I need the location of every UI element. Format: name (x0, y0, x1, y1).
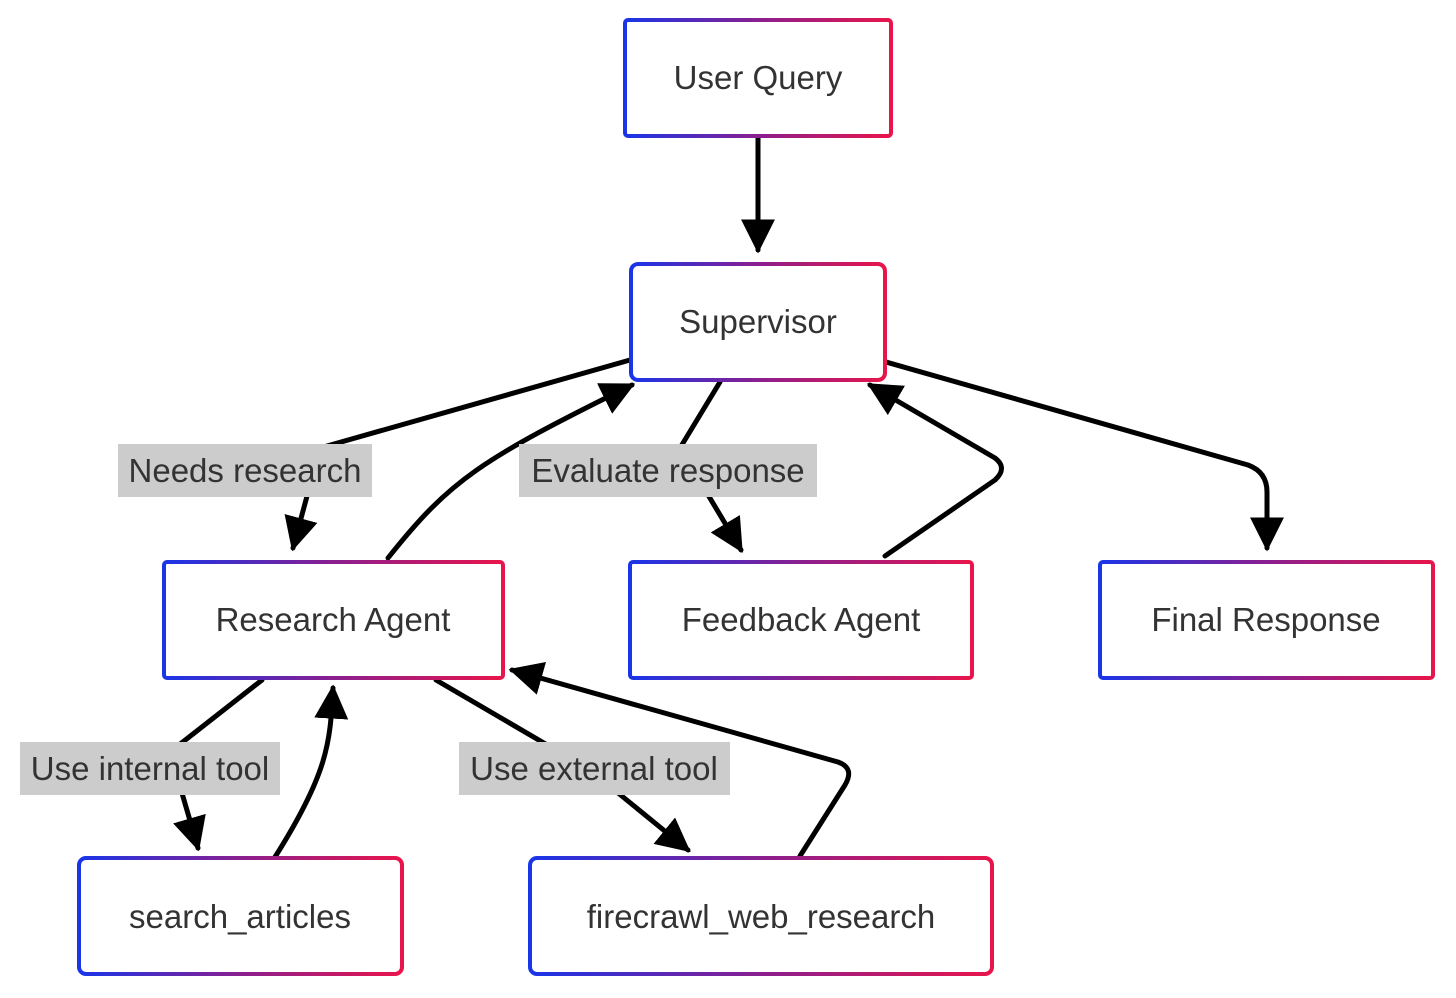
edge-label-use-internal-tool: Use internal tool (20, 742, 280, 795)
node-feedback-agent-label: Feedback Agent (682, 601, 921, 638)
edge-firecrawl-to-research-agent (508, 661, 852, 859)
edge-label-evaluate-response-text: Evaluate response (531, 452, 804, 489)
node-search-articles: search_articles (77, 856, 404, 976)
node-firecrawl-web-research-label: firecrawl_web_research (587, 898, 935, 935)
edge-search-articles-to-research-agent (272, 684, 349, 860)
node-supervisor-label: Supervisor (679, 303, 837, 340)
node-user-query-label: User Query (674, 59, 843, 96)
node-search-articles-label: search_articles (129, 898, 351, 935)
edge-label-needs-research: Needs research (118, 444, 372, 497)
node-research-agent: Research Agent (162, 560, 505, 680)
edge-label-evaluate-response: Evaluate response (519, 444, 817, 497)
edge-feedback-agent-to-supervisor (867, 382, 1004, 559)
node-firecrawl-web-research: firecrawl_web_research (528, 856, 994, 976)
node-final-response-label: Final Response (1151, 601, 1380, 638)
edge-label-use-internal-tool-text: Use internal tool (31, 750, 269, 787)
edge-label-use-external-tool: Use external tool (459, 742, 730, 795)
node-user-query: User Query (623, 18, 893, 138)
edge-label-use-external-tool-text: Use external tool (470, 750, 718, 787)
node-supervisor: Supervisor (629, 262, 887, 382)
node-feedback-agent: Feedback Agent (628, 560, 974, 680)
node-research-agent-label: Research Agent (216, 601, 451, 638)
node-final-response: Final Response (1098, 560, 1435, 680)
edge-supervisor-to-final-response (883, 359, 1284, 552)
edge-label-needs-research-text: Needs research (129, 452, 362, 489)
edge-research-agent-to-supervisor (385, 382, 636, 561)
